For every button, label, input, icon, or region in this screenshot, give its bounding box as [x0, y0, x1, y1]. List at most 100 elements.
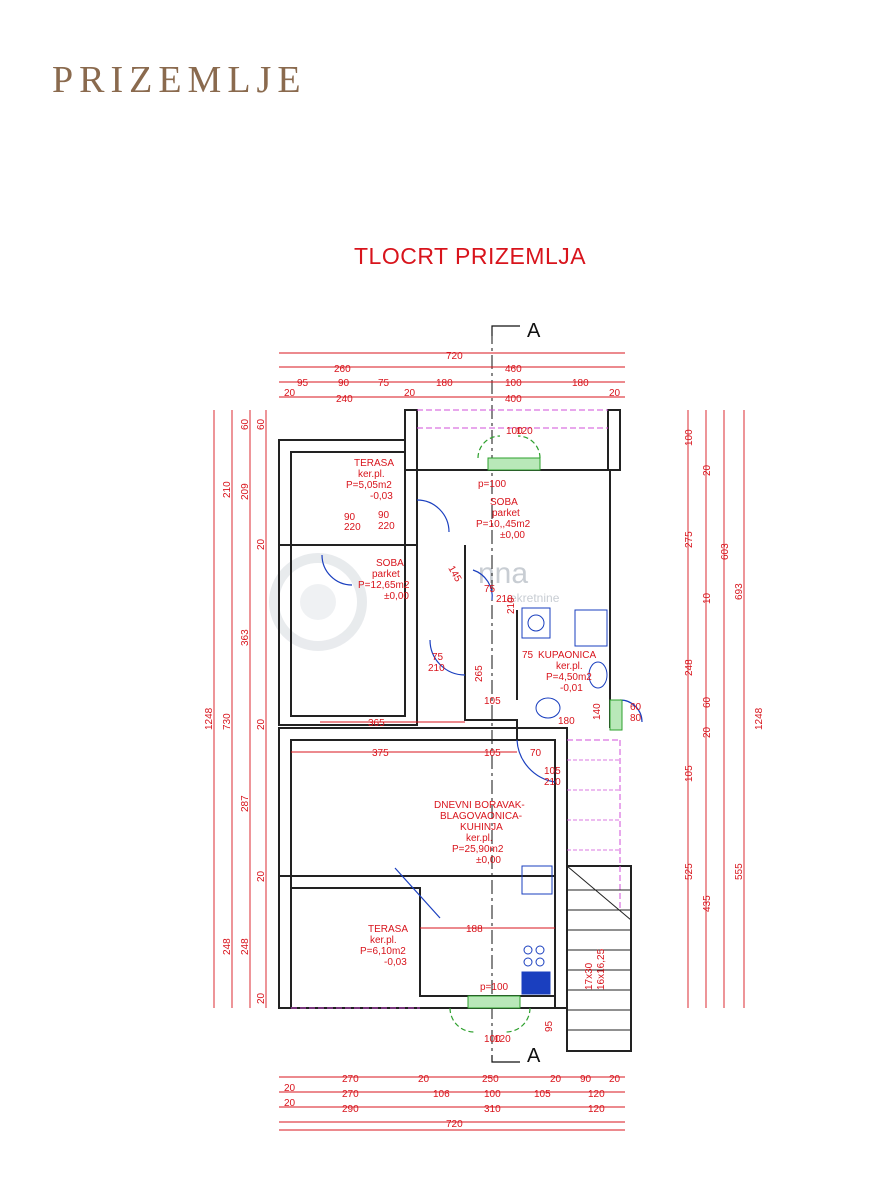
- room-name: TERASA: [354, 458, 394, 469]
- dim-top-90: 90: [338, 378, 350, 389]
- dim-right-20b: 20: [702, 726, 713, 738]
- terrace-outline: [291, 409, 621, 1009]
- dim-bot-106: 106: [433, 1089, 450, 1100]
- watermark-subtext: ekretnine: [510, 591, 560, 605]
- dim-top-20c: 20: [609, 388, 621, 399]
- dim-top-400: 400: [505, 394, 522, 405]
- window-bot-w: 100: [484, 1034, 501, 1045]
- room-level: ±0,00: [476, 855, 501, 866]
- dim-top-180b: 180: [572, 378, 589, 389]
- page-header-title: PRIZEMLJE: [52, 59, 307, 101]
- door-green-arcs: [449, 435, 541, 1033]
- dim-bot-250: 250: [482, 1074, 499, 1085]
- room-level: ±0,00: [384, 591, 409, 602]
- dim-bot-720: 720: [446, 1119, 463, 1130]
- room-floor: ker.pl.: [358, 469, 385, 480]
- door3-h: 210: [428, 663, 445, 674]
- room-floor: parket: [492, 508, 520, 519]
- dim-top-720: 720: [446, 351, 463, 362]
- door2-w: 90: [378, 510, 390, 521]
- dim-bot-90: 90: [580, 1074, 592, 1085]
- room-level: -0,01: [560, 683, 583, 694]
- dim-top-75: 75: [378, 378, 390, 389]
- dim-top-240: 240: [336, 394, 353, 405]
- dim-bot-20b: 20: [550, 1074, 562, 1085]
- room-area: P=12,65m2: [358, 580, 410, 591]
- dim-145: 145: [445, 564, 463, 584]
- dim-right-435: 435: [702, 895, 713, 912]
- sanitary-fixtures: [521, 607, 608, 995]
- dim-bot-105: 105: [534, 1089, 551, 1100]
- room-floor: ker.pl.: [370, 935, 397, 946]
- window-top-w: 100: [506, 426, 523, 437]
- room-soba-left: SOBA parket P=12,65m2 ±0,00: [358, 558, 410, 602]
- dim-left-287: 287: [240, 795, 251, 812]
- stairs-pink: [567, 759, 620, 851]
- dim-top-20a: 20: [284, 388, 296, 399]
- dim-bot-100: 100: [484, 1089, 501, 1100]
- room-terasa-top: TERASA ker.pl. P=5,05m2 -0,03: [346, 458, 394, 502]
- dim-bot-310: 310: [484, 1104, 501, 1115]
- dim-bot-20c: 20: [609, 1074, 621, 1085]
- room-name: KUPAONICA: [538, 650, 596, 661]
- dim-bot-20d: 20: [284, 1083, 296, 1094]
- dim-bot-120a: 120: [588, 1089, 605, 1100]
- sill-bottom: p=100: [480, 982, 509, 993]
- window-bottom: [467, 995, 521, 1009]
- dim-top-180a: 180: [436, 378, 453, 389]
- window-top-h: 120: [516, 426, 533, 437]
- dims-right: 100 275 248 105 525 20 10 60 20 435 603 …: [684, 429, 765, 912]
- dim-right-60: 60: [702, 696, 713, 708]
- dims-left: 1248 210 730 248 60 209 363 287 248 60 2…: [204, 418, 267, 1004]
- watermark-logo: [269, 553, 367, 651]
- room-floor: ker.pl.: [466, 833, 493, 844]
- dim-left-363: 363: [240, 629, 251, 646]
- dim-365: 365: [368, 718, 385, 729]
- dim-105b: 105: [484, 748, 501, 759]
- stairs: [566, 865, 632, 1031]
- dim-right-100: 100: [684, 429, 695, 446]
- room-area: P=4,50m2: [546, 672, 592, 683]
- room-area: P=25,90m2: [452, 844, 504, 855]
- dim-265: 265: [474, 665, 485, 682]
- room-floor: ker.pl.: [556, 661, 583, 672]
- room-dnevni-boravak: DNEVNI BORAVAK- BLAGOVAONICA- KUHINJA ke…: [434, 800, 525, 866]
- room-floor: parket: [372, 569, 400, 580]
- dim-70: 70: [530, 748, 542, 759]
- dim-left-20b: 20: [256, 718, 267, 730]
- room-level: ±0,00: [500, 530, 525, 541]
- dim-left-1248: 1248: [204, 707, 215, 730]
- building-walls: [278, 409, 632, 1052]
- dim-right-1248: 1248: [754, 707, 765, 730]
- dim-210: 210: [506, 597, 517, 614]
- room-prefix: 75: [522, 650, 534, 661]
- section-label-top: A: [527, 320, 541, 342]
- dim-right-20a: 20: [702, 464, 713, 476]
- room-soba-right: SOBA parket P=10,,45m2 ±0,00: [476, 497, 531, 541]
- sill-top: p=100: [478, 479, 507, 490]
- room-name-line1: DNEVNI BORAVAK-: [434, 800, 525, 811]
- dim-bot-270a: 270: [342, 1074, 359, 1085]
- dim-105a: 105: [484, 696, 501, 707]
- room-name-line3: KUHINJA: [460, 822, 503, 833]
- dim-bot-290: 290: [342, 1104, 359, 1115]
- door5-h: 210: [544, 777, 561, 788]
- dim-188: 188: [466, 924, 483, 935]
- room-level: -0,03: [384, 957, 407, 968]
- dim-bot-20a: 20: [418, 1074, 430, 1085]
- room-terasa-bottom: TERASA ker.pl. P=6,10m2 -0,03: [360, 924, 408, 968]
- dim-right-248: 248: [684, 659, 695, 676]
- dim-left-20d: 20: [256, 992, 267, 1004]
- dim-left-60b: 60: [256, 418, 267, 430]
- room-area: P=6,10m2: [360, 946, 406, 957]
- dim-top-20b: 20: [404, 388, 416, 399]
- door2-h: 220: [378, 521, 395, 532]
- dim-right-105: 105: [684, 765, 695, 782]
- dim-left-730: 730: [222, 713, 233, 730]
- stairs-steps-a: 17x30: [584, 962, 595, 990]
- dim-bot-20e: 20: [284, 1098, 296, 1109]
- floor-plan-title: TLOCRT PRIZEMLJA: [354, 243, 587, 269]
- dim-180: 180: [558, 716, 575, 727]
- dim-right-603: 603: [720, 543, 731, 560]
